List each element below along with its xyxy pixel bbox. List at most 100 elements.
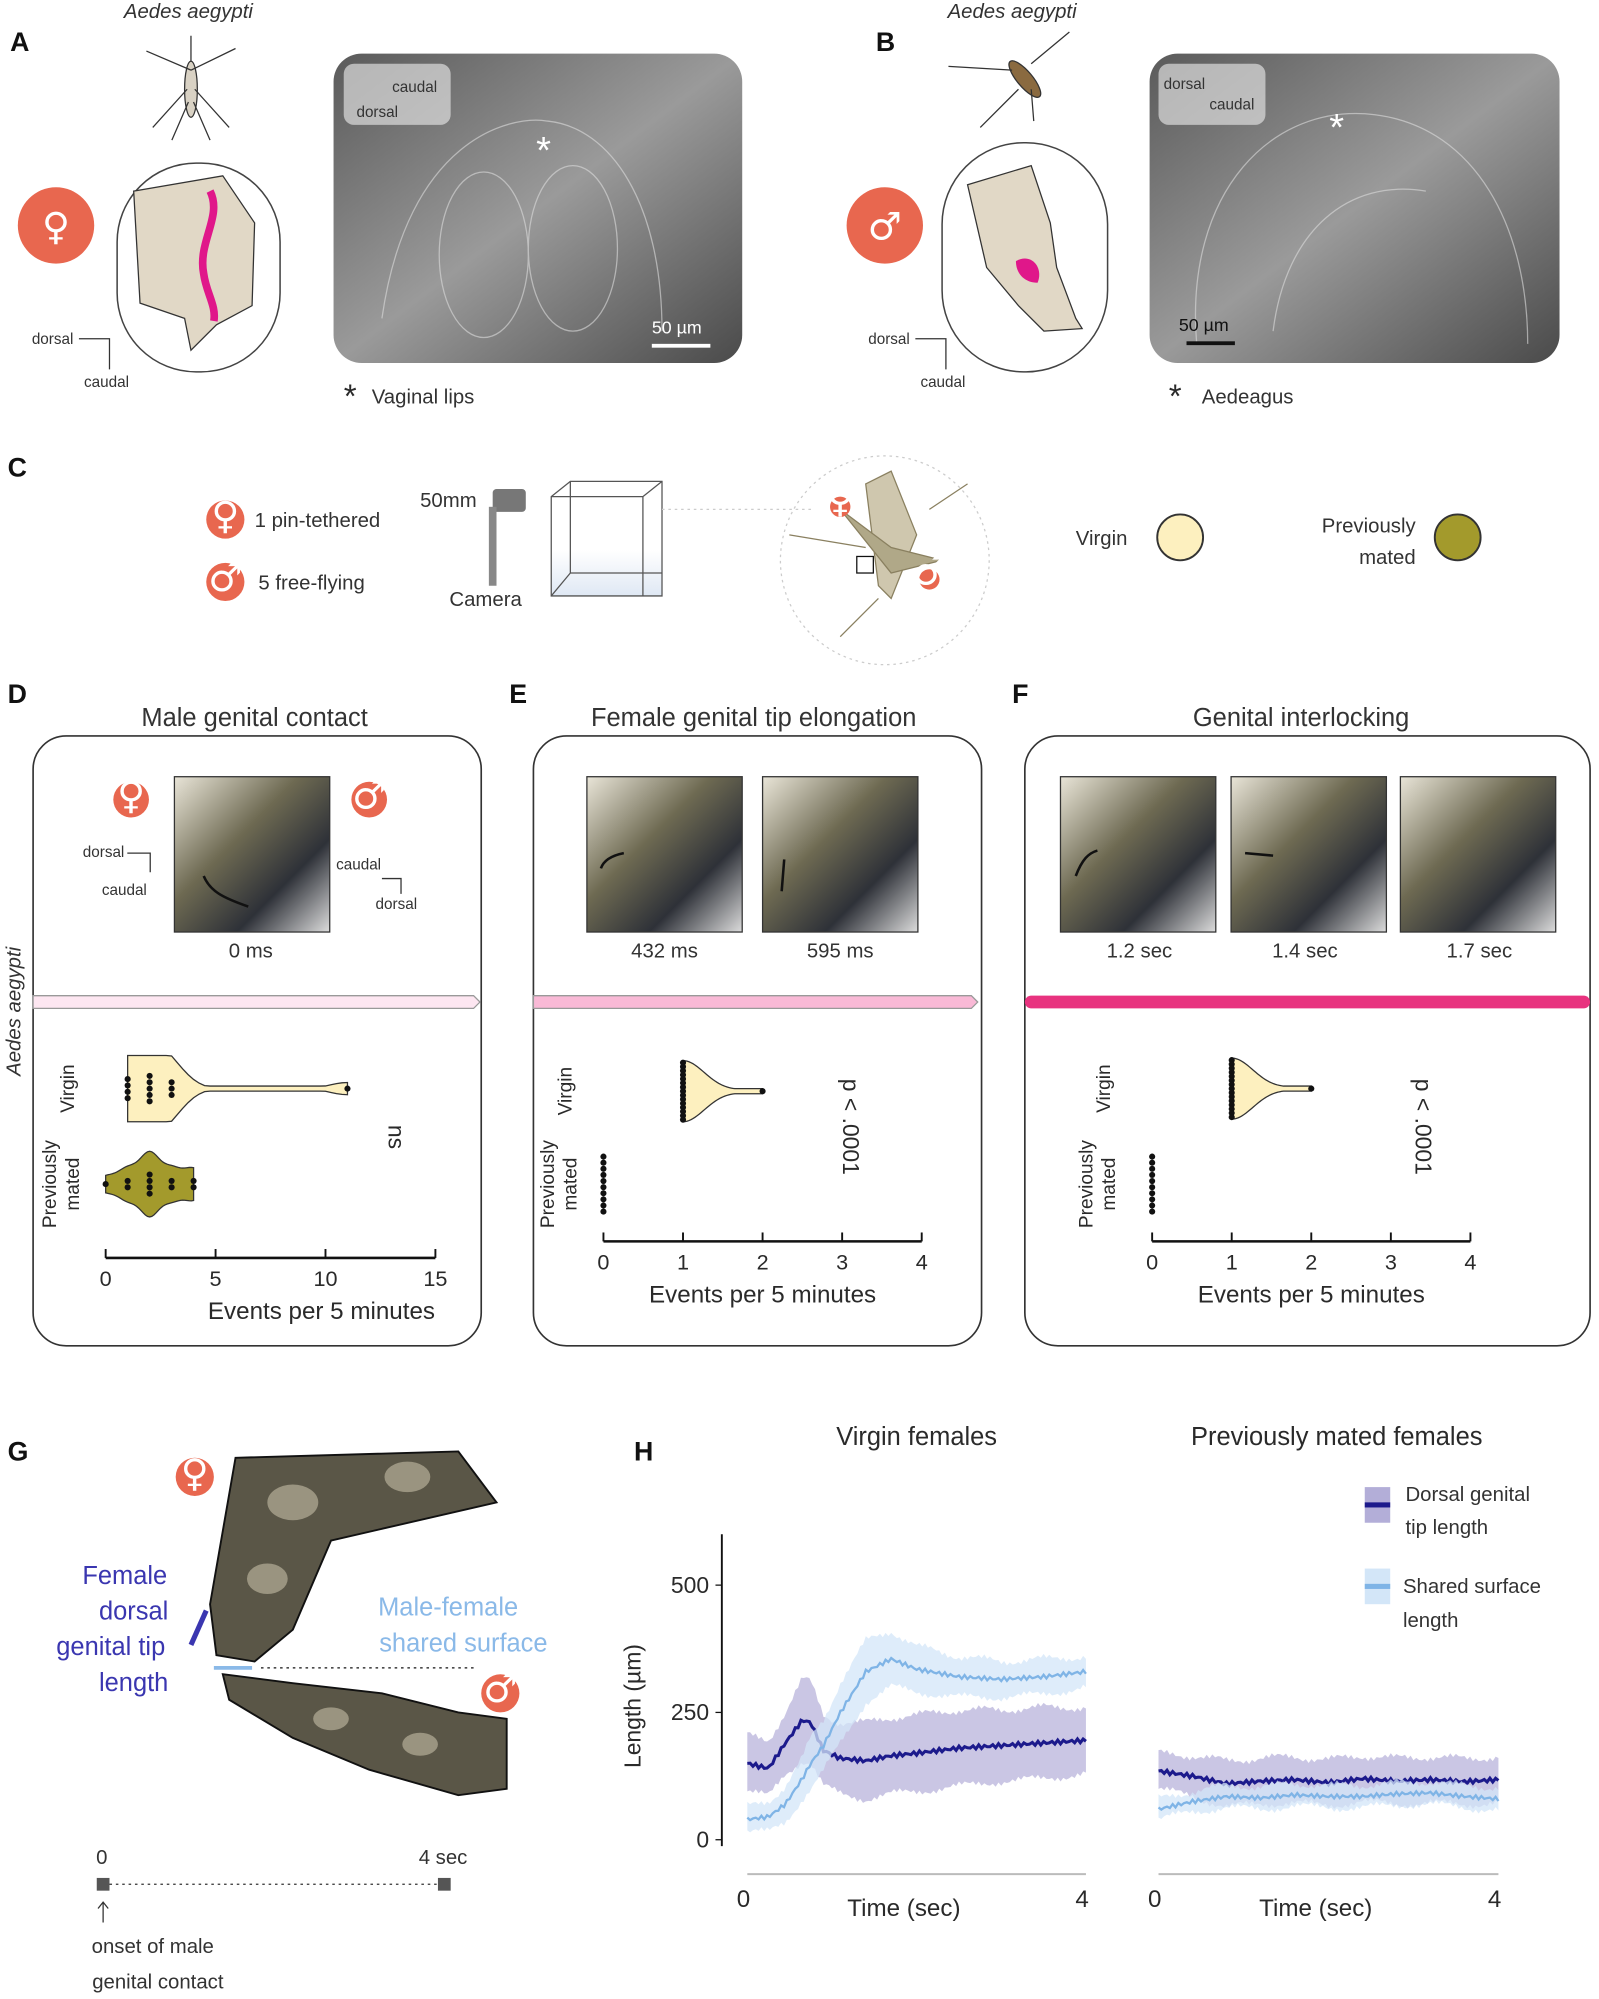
x-tick-label: 0 bbox=[1146, 1249, 1158, 1274]
data-point bbox=[124, 1082, 131, 1089]
male-count-label: 5 free-flying bbox=[258, 573, 364, 595]
stat-annotation: p < .0001 bbox=[1411, 1079, 1437, 1175]
onset-label: onset of male bbox=[92, 1936, 214, 1958]
data-point bbox=[190, 1184, 197, 1191]
data-point bbox=[1149, 1208, 1156, 1215]
error-band-dorsal bbox=[747, 1677, 1086, 1803]
data-point bbox=[190, 1177, 197, 1184]
data-point bbox=[600, 1202, 607, 1209]
female-icon: ♀ bbox=[211, 494, 239, 538]
male-icon: ♂ bbox=[912, 550, 946, 594]
category-label: Virgin bbox=[58, 1064, 79, 1112]
scale-bar-label: 50 µm bbox=[652, 318, 702, 338]
caption-asterisk: * bbox=[344, 379, 357, 416]
panel-letter: C bbox=[8, 452, 27, 482]
asterisk-marker: * bbox=[1329, 106, 1344, 149]
data-point bbox=[146, 1177, 153, 1184]
arrow-icon bbox=[1244, 851, 1274, 857]
data-point bbox=[102, 1181, 109, 1188]
male-marker bbox=[919, 569, 940, 590]
sem-texture bbox=[381, 119, 663, 339]
data-point bbox=[1149, 1184, 1156, 1191]
x-tick-label: 0 bbox=[100, 1266, 112, 1291]
frame-time: 595 ms bbox=[807, 940, 874, 962]
dorsal-length-arrow bbox=[188, 1609, 209, 1646]
male-symbol-badge bbox=[846, 187, 923, 264]
sem-orientation-dorsal: dorsal bbox=[1164, 76, 1206, 93]
legend-mated-label: Previously bbox=[1322, 515, 1417, 537]
panel-b: B Aedes aegypti ♂ dorsal caudal dorsal c… bbox=[846, 1, 1560, 416]
data-point bbox=[146, 1079, 153, 1086]
violin-virgin bbox=[1231, 1057, 1312, 1120]
zoom-inset-circle bbox=[779, 455, 990, 666]
x-axis-label: Events per 5 minutes bbox=[1198, 1281, 1425, 1308]
female-count-label: 1 pin-tethered bbox=[255, 510, 381, 532]
caption-vaginal-lips: Vaginal lips bbox=[372, 387, 475, 409]
category-label: Previously bbox=[40, 1140, 61, 1228]
camera-icon bbox=[488, 488, 526, 586]
timeline-bar bbox=[532, 995, 979, 1010]
data-point bbox=[168, 1091, 175, 1099]
orientation-dorsal: dorsal bbox=[32, 331, 74, 348]
sem-image-aedeagus bbox=[1149, 53, 1560, 363]
panel-f: F Genital interlocking 1.2 sec 1.4 sec 1… bbox=[1012, 679, 1591, 1347]
data-point bbox=[1149, 1190, 1156, 1197]
genitalia-closeup-drawing bbox=[209, 1450, 508, 1797]
species-label: Aedes aegypti bbox=[947, 1, 1078, 23]
orientation-inset bbox=[343, 63, 451, 125]
data-point bbox=[124, 1076, 131, 1083]
x-tick-label: 15 bbox=[423, 1266, 447, 1291]
y-tick-label: 500 bbox=[671, 1572, 709, 1598]
series-line-shared bbox=[1157, 1789, 1500, 1812]
x-axis-label: Events per 5 minutes bbox=[208, 1298, 435, 1325]
category-label: Virgin bbox=[1094, 1064, 1115, 1112]
data-point bbox=[1308, 1085, 1315, 1092]
legend-dorsal-line bbox=[1364, 1502, 1391, 1508]
orientation-caudal: caudal bbox=[84, 374, 129, 391]
data-point bbox=[600, 1196, 607, 1203]
legend-shared-line bbox=[1364, 1583, 1391, 1589]
data-point bbox=[600, 1184, 607, 1191]
species-label: Aedes aegypti bbox=[123, 1, 254, 23]
scale-bar bbox=[1186, 341, 1235, 346]
data-point bbox=[679, 1116, 687, 1123]
stat-annotation: p < .0001 bbox=[838, 1079, 864, 1175]
arrow-icon bbox=[780, 859, 786, 892]
legend-virgin-label: Virgin bbox=[1076, 528, 1128, 550]
camera-label: Camera bbox=[449, 589, 522, 611]
x-tick-label: 3 bbox=[1385, 1249, 1397, 1274]
female-symbol-badge bbox=[206, 500, 245, 539]
series-line-dorsal bbox=[747, 1718, 1087, 1771]
data-point bbox=[146, 1171, 153, 1178]
video-frame bbox=[1399, 776, 1557, 933]
female-dorsal-label: Female bbox=[82, 1562, 167, 1590]
data-point bbox=[168, 1184, 175, 1191]
mating-pair-illustration bbox=[789, 470, 968, 638]
orientation-inset bbox=[1158, 63, 1266, 125]
data-point bbox=[146, 1190, 153, 1197]
x-tick-label: 5 bbox=[210, 1266, 222, 1291]
female-symbol-badge bbox=[17, 187, 95, 264]
chart-title: Previously mated females bbox=[1191, 1423, 1482, 1451]
category-label: mated bbox=[63, 1158, 84, 1211]
legend-shared-label: length bbox=[1403, 1610, 1458, 1632]
x-axis-label: Time (sec) bbox=[1259, 1895, 1372, 1922]
sem-image-vaginal-lips bbox=[333, 53, 743, 363]
data-point bbox=[168, 1177, 175, 1184]
female-dorsal-label: genital tip bbox=[56, 1633, 165, 1661]
shared-surface-label: shared surface bbox=[379, 1629, 547, 1657]
male-symbol-badge bbox=[206, 562, 245, 602]
data-point bbox=[146, 1072, 153, 1079]
legend-dorsal-label: Dorsal genital bbox=[1405, 1484, 1529, 1506]
arrow-icon bbox=[599, 851, 625, 869]
data-point bbox=[124, 1095, 131, 1102]
category-label: Previously bbox=[1076, 1140, 1097, 1228]
x-axis-label: Time (sec) bbox=[847, 1895, 960, 1922]
x-tick-label: 2 bbox=[757, 1249, 769, 1274]
data-point bbox=[600, 1165, 607, 1172]
category-label: mated bbox=[561, 1158, 582, 1211]
data-point bbox=[146, 1085, 153, 1092]
female-icon: ♀ bbox=[117, 775, 145, 819]
